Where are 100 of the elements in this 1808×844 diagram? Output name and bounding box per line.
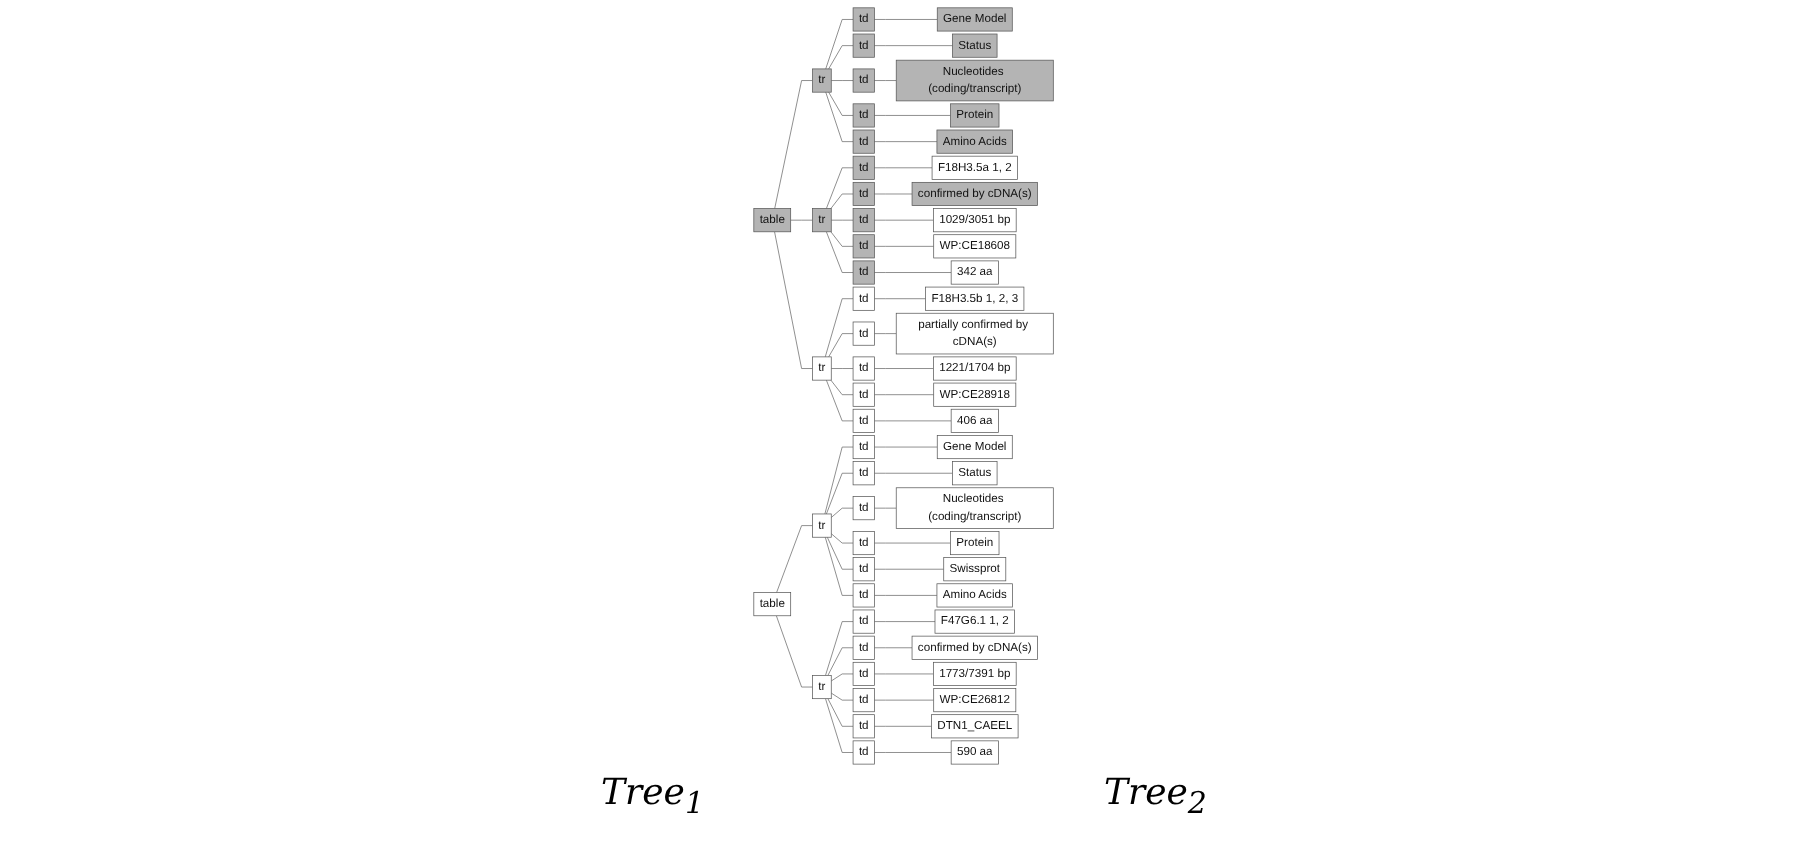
connector [830, 231, 854, 247]
node-box [853, 260, 876, 285]
connector [874, 725, 933, 727]
connector [827, 536, 854, 570]
node-box [853, 461, 876, 486]
connector [831, 673, 854, 682]
node-box [933, 208, 1017, 233]
connector [874, 699, 935, 701]
connector [874, 167, 933, 169]
node-box [853, 155, 876, 180]
node-box [853, 688, 876, 713]
connector [825, 698, 854, 753]
node-box [853, 234, 876, 259]
connector [828, 91, 854, 116]
node-box [853, 609, 876, 634]
connector [827, 698, 854, 727]
connector [874, 420, 952, 422]
connector [874, 219, 935, 221]
node-box [812, 675, 833, 700]
connector [874, 272, 952, 273]
connector [774, 80, 814, 209]
node-box [853, 531, 876, 556]
tree-caption: Tree$_{1}$ [601, 772, 704, 822]
node-box [853, 356, 876, 381]
node-box [933, 382, 1017, 407]
connector [831, 368, 854, 369]
connector [831, 80, 854, 81]
node-box [943, 557, 1007, 582]
connector [874, 673, 935, 675]
connector [874, 621, 936, 622]
node-box [951, 408, 1000, 433]
node-box [952, 33, 998, 58]
node-box [853, 382, 876, 407]
connector [874, 115, 952, 116]
node-box [753, 592, 792, 617]
node-box [952, 461, 998, 486]
connector [776, 615, 814, 688]
node-box [853, 33, 876, 58]
node-box [951, 740, 1000, 765]
node-box [853, 182, 876, 206]
node-box [896, 312, 1055, 355]
connector [874, 298, 927, 300]
connector [874, 246, 935, 247]
node-box [937, 129, 1014, 154]
connector [874, 394, 935, 396]
node-box [853, 408, 876, 433]
node-box [925, 286, 1025, 311]
node-box [912, 635, 1039, 660]
node-box [853, 740, 876, 765]
node-box [853, 496, 876, 521]
node-box [853, 7, 876, 32]
connector [874, 80, 898, 81]
node-box [753, 208, 792, 233]
node-box [933, 356, 1017, 381]
connector [825, 536, 854, 596]
node-box [812, 356, 833, 381]
node-box [937, 583, 1014, 608]
node-box [935, 609, 1016, 634]
node-box [853, 103, 876, 128]
connector [826, 167, 854, 209]
connector [874, 507, 898, 509]
node-box [912, 182, 1039, 206]
connector [774, 231, 814, 369]
node-box [933, 234, 1017, 259]
node-box [950, 103, 1000, 128]
connector [874, 446, 939, 448]
node-box [853, 583, 876, 608]
connector [874, 568, 945, 570]
connector [874, 45, 954, 47]
connector [830, 379, 854, 396]
node-box [950, 531, 1000, 556]
node-box [853, 661, 876, 686]
node-box [932, 155, 1019, 180]
node-box [896, 487, 1055, 529]
connector [874, 19, 939, 20]
node-box [853, 435, 876, 460]
connector [831, 507, 854, 518]
connector [825, 19, 854, 70]
connector [874, 193, 913, 195]
connector [825, 621, 854, 676]
connector [826, 379, 854, 422]
node-box [933, 688, 1017, 713]
node-box [853, 635, 876, 660]
connector [825, 298, 854, 358]
node-box [937, 7, 1014, 32]
connector [874, 141, 938, 143]
node-box [853, 321, 876, 346]
node-box [933, 661, 1017, 686]
connector [826, 472, 854, 515]
tree-caption: Tree$_{2}$ [1104, 772, 1207, 822]
node-box [896, 59, 1055, 102]
connector [831, 533, 854, 544]
connector [828, 45, 854, 70]
node-box [937, 435, 1014, 460]
connector [790, 219, 814, 221]
node-box [853, 286, 876, 311]
node-box [812, 513, 833, 538]
connector [825, 91, 854, 143]
connector [830, 193, 854, 209]
connector [874, 647, 913, 649]
